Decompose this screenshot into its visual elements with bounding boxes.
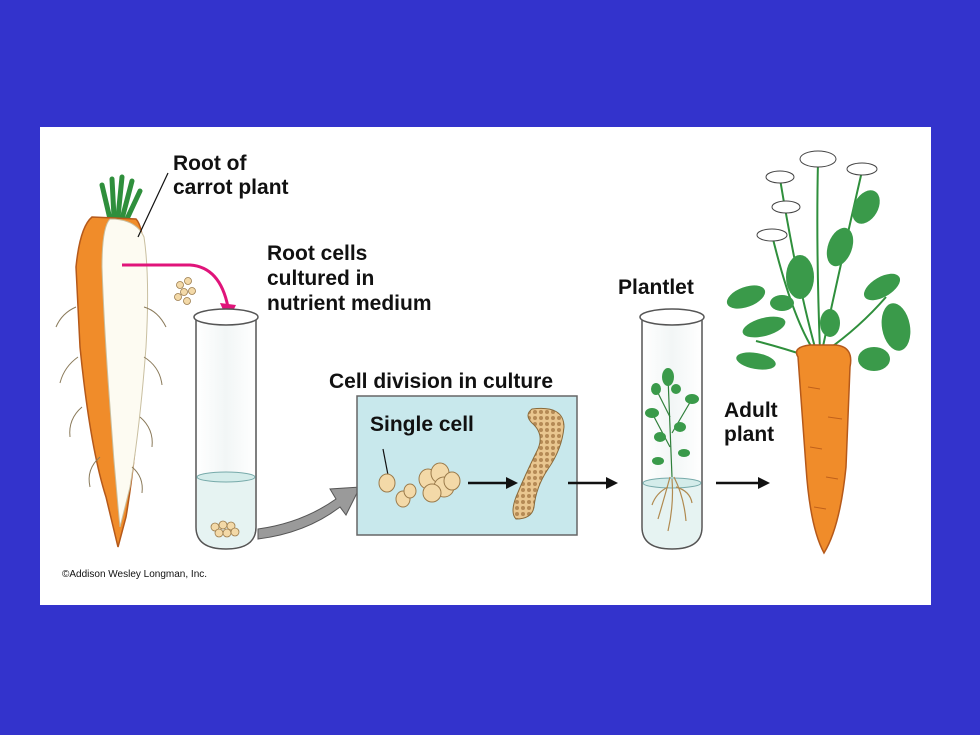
label-root-cells-line2: cultured in [267, 267, 375, 290]
label-adult-plant-line1: Adult [724, 399, 778, 422]
cell-division-box [356, 395, 578, 536]
label-single-cell: Single cell [370, 413, 474, 436]
copyright-notice: ©Addison Wesley Longman, Inc. [62, 569, 208, 580]
carrot-cut-core [101, 218, 149, 528]
dividing-cells [395, 462, 461, 508]
flower-umbels [756, 150, 878, 242]
label-plantlet: Plantlet [618, 276, 694, 299]
carrot-label-pointer [137, 172, 169, 238]
label-root-cells: Root cells cultured in nutrient medium [267, 241, 432, 316]
adult-carrot-plant [726, 150, 911, 555]
transfer-arrow [257, 486, 361, 540]
division-arrow [468, 477, 518, 489]
carrot-rootlets [55, 306, 167, 494]
plantlet-leaves [645, 368, 699, 478]
tube-cell-cluster [210, 520, 240, 538]
adult-carrot-root [795, 344, 852, 555]
label-adult-plant-line2: plant [724, 423, 775, 446]
callus-tissue [512, 407, 565, 520]
plantlet-test-tube [639, 308, 705, 550]
label-root-of-carrot-line2: carrot plant [173, 176, 289, 199]
label-adult-plant: Adult plant [724, 399, 778, 447]
label-root-of-carrot: Root of carrot plant [173, 152, 289, 200]
carrot-root-illustration [55, 172, 169, 548]
label-root-cells-line3: nutrient medium [267, 292, 432, 315]
to-plantlet-arrow [568, 477, 618, 489]
diagram-panel: Root of carrot plant Root cells cultured… [40, 127, 931, 605]
label-root-cells-line1: Root cells [267, 242, 368, 265]
adult-carrot-ridges [807, 386, 843, 510]
carrot-leaf-stubs [99, 174, 143, 224]
single-cell [378, 473, 396, 493]
plantlet-roots [651, 476, 693, 532]
culture-test-tube [193, 308, 259, 550]
diagram-artwork [55, 150, 911, 555]
floating-root-cells [174, 277, 196, 305]
label-cell-division: Cell division in culture [329, 370, 554, 393]
to-adult-plant-arrow [716, 477, 770, 489]
label-root-of-carrot-line1: Root of [173, 152, 247, 175]
